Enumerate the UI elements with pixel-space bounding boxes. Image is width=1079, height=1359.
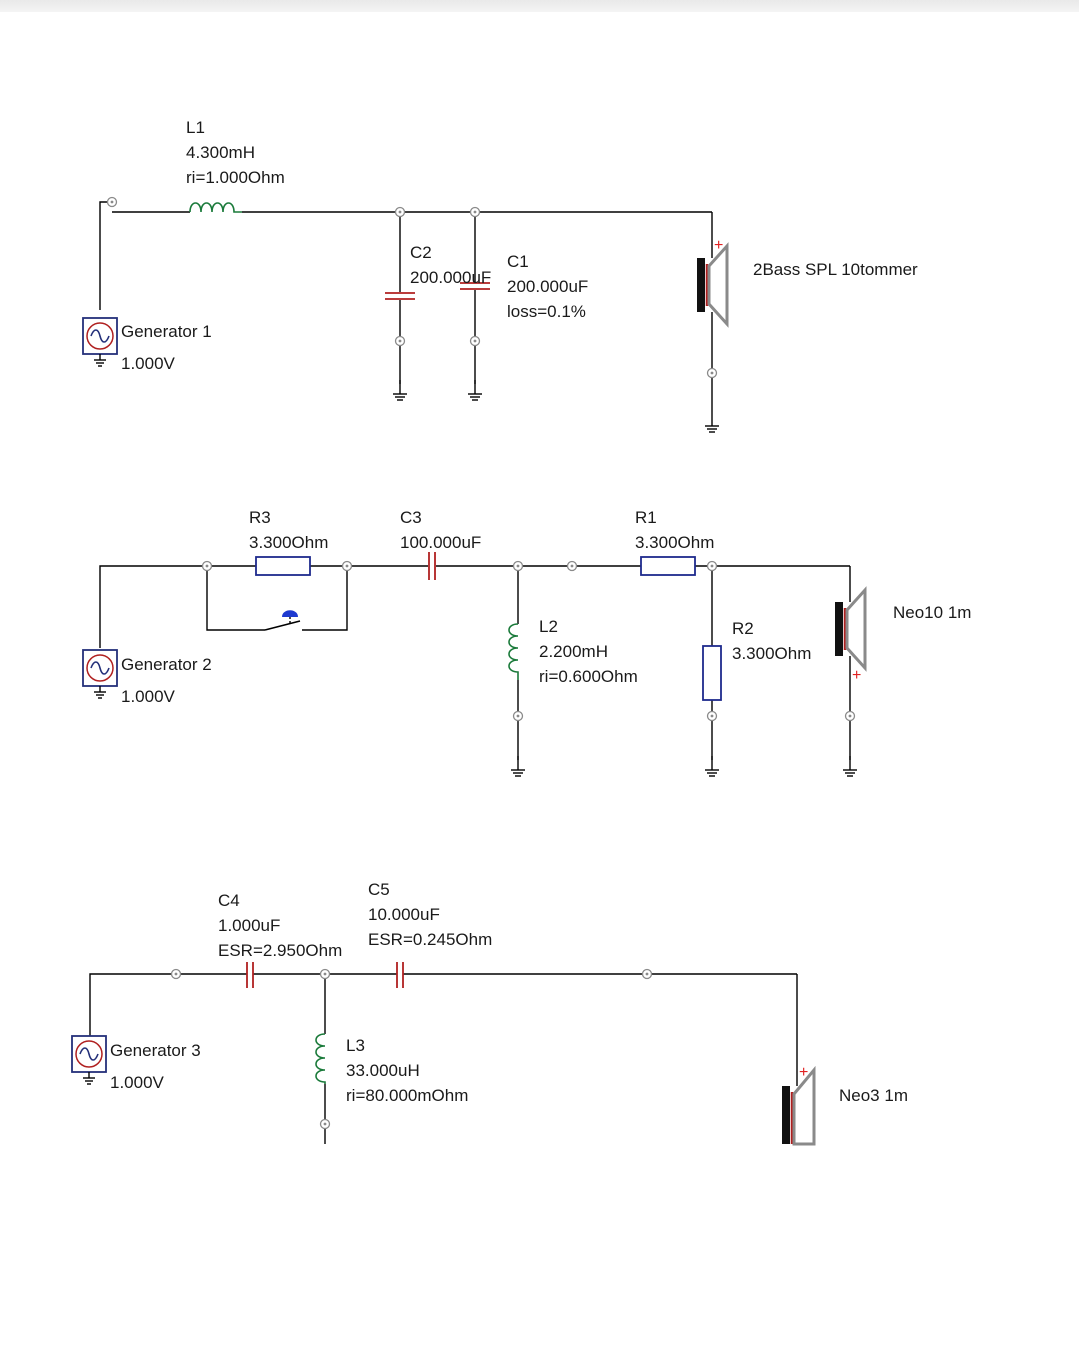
speaker-icon[interactable] (782, 1065, 816, 1146)
r3-value: 3.300Ohm (249, 533, 328, 552)
node[interactable] (706, 710, 718, 722)
ac-source-icon[interactable] (82, 317, 118, 367)
node[interactable] (844, 710, 856, 722)
node[interactable] (319, 968, 331, 980)
c1-loss: loss=0.1% (507, 302, 586, 321)
ground-icon (704, 411, 720, 433)
c1-name: C1 (507, 252, 529, 271)
wire (89, 973, 247, 1036)
node[interactable] (566, 560, 578, 572)
generator-1-name: Generator 1 (121, 322, 212, 341)
node[interactable] (341, 560, 353, 572)
resistor-r1[interactable] (640, 556, 696, 576)
node[interactable] (469, 206, 481, 218)
node[interactable] (706, 560, 718, 572)
node[interactable] (106, 196, 118, 208)
node[interactable] (170, 968, 182, 980)
l1-name: L1 (186, 118, 205, 137)
generator-1-voltage: 1.000V (121, 354, 176, 373)
capacitor-c1[interactable] (460, 282, 490, 290)
resistor-r2[interactable] (702, 645, 722, 701)
node[interactable] (201, 560, 213, 572)
circuit-3: + C4 1.000uF ESR=2.950Ohm C5 10.000uF ES… (71, 880, 908, 1146)
generator-2-name: Generator 2 (121, 655, 212, 674)
node[interactable] (641, 968, 653, 980)
pushbutton-switch-icon[interactable] (264, 610, 301, 631)
resistor-r3[interactable] (255, 556, 311, 576)
generator-2-voltage: 1.000V (121, 687, 176, 706)
capacitor-c4[interactable] (246, 962, 254, 988)
wire (302, 566, 348, 631)
speaker-2-name: Neo10 1m (893, 603, 971, 622)
wire (206, 566, 265, 631)
c3-value: 100.000uF (400, 533, 481, 552)
ground-icon (510, 755, 526, 777)
c4-esr: ESR=2.950Ohm (218, 941, 342, 960)
node[interactable] (512, 710, 524, 722)
ground-icon (467, 379, 483, 401)
l2-name: L2 (539, 617, 558, 636)
ground-icon (704, 755, 720, 777)
circuit-2: + R3 3.300Ohm C3 100.000uF R1 3.300Ohm L… (82, 508, 971, 777)
r2-value: 3.300Ohm (732, 644, 811, 663)
inductor-l3[interactable] (315, 1033, 326, 1084)
l1-value: 4.300mH (186, 143, 255, 162)
l3-value: 33.000uH (346, 1061, 420, 1080)
generator-3-voltage: 1.000V (110, 1073, 165, 1092)
node[interactable] (319, 1118, 331, 1130)
ac-source-icon[interactable] (71, 1035, 107, 1085)
speaker-1-name: 2Bass SPL 10tommer (753, 260, 918, 279)
c5-esr: ESR=0.245Ohm (368, 930, 492, 949)
capacitor-c3[interactable] (428, 552, 436, 580)
polarity-plus: + (852, 667, 861, 684)
wire (99, 565, 256, 648)
capacitor-c2[interactable] (385, 292, 415, 300)
ground-icon (392, 379, 408, 401)
l3-name: L3 (346, 1036, 365, 1055)
circuit-1: + L1 4.300mH ri=1.000Ohm C2 200.000uF C1… (82, 118, 918, 433)
l1-ri: ri=1.000Ohm (186, 168, 285, 187)
generator-3-name: Generator 3 (110, 1041, 201, 1060)
polarity-plus: + (714, 237, 723, 254)
speaker-3-name: Neo3 1m (839, 1086, 908, 1105)
r3-name: R3 (249, 508, 271, 527)
r1-value: 3.300Ohm (635, 533, 714, 552)
c4-value: 1.000uF (218, 916, 280, 935)
c4-name: C4 (218, 891, 240, 910)
c2-name: C2 (410, 243, 432, 262)
node[interactable] (469, 335, 481, 347)
l3-ri: ri=80.000mOhm (346, 1086, 468, 1105)
r1-name: R1 (635, 508, 657, 527)
inductor-l2[interactable] (508, 623, 519, 680)
inductor-l1[interactable] (189, 202, 242, 213)
node[interactable] (394, 206, 406, 218)
c3-name: C3 (400, 508, 422, 527)
window-top-bar (0, 0, 1079, 12)
node[interactable] (512, 560, 524, 572)
wire (99, 201, 112, 310)
polarity-plus: + (799, 1064, 808, 1081)
node[interactable] (706, 367, 718, 379)
c1-value: 200.000uF (507, 277, 588, 296)
l2-value: 2.200mH (539, 642, 608, 661)
r2-name: R2 (732, 619, 754, 638)
c2-value: 200.000uF (410, 268, 491, 287)
c5-name: C5 (368, 880, 390, 899)
l2-ri: ri=0.600Ohm (539, 667, 638, 686)
node[interactable] (394, 335, 406, 347)
ground-icon (842, 755, 858, 777)
ac-source-icon[interactable] (82, 649, 118, 699)
c5-value: 10.000uF (368, 905, 440, 924)
capacitor-c5[interactable] (396, 962, 404, 988)
